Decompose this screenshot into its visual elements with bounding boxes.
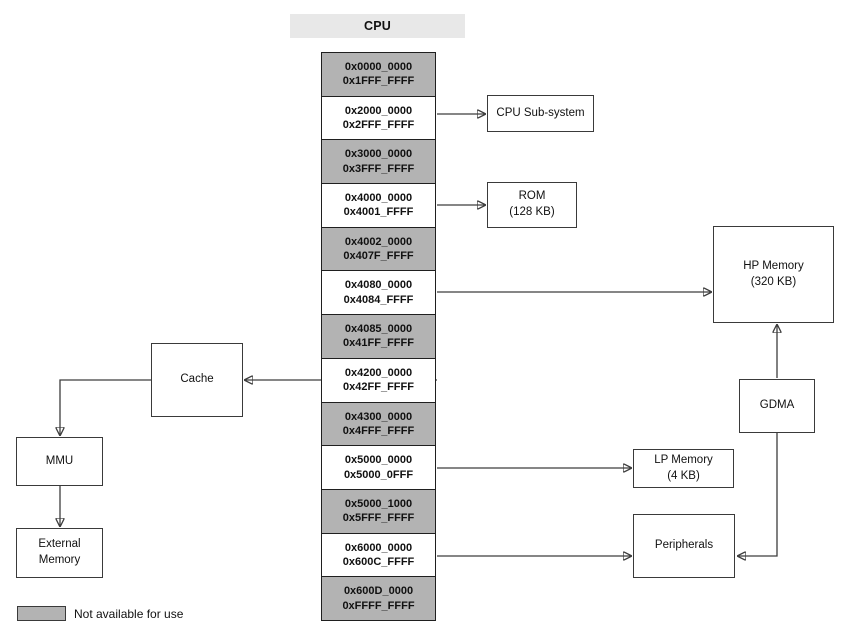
region-start-address: 0x600D_0000 — [343, 585, 414, 598]
external-memory-label: External — [38, 538, 81, 551]
cpu-subsystem-label: CPU Sub-system — [496, 106, 585, 119]
region-start-address: 0x5000_0000 — [344, 454, 413, 467]
gdma-label: GDMA — [759, 399, 795, 412]
cache-label: Cache — [180, 373, 214, 386]
region-start-address: 0x2000_0000 — [344, 104, 413, 117]
hp-memory-size-label: (320 KB) — [750, 275, 797, 288]
legend-label: Not available for use — [74, 606, 184, 621]
gdma-box: GDMA — [739, 379, 815, 433]
arrow-gdma-to-peripherals — [738, 433, 778, 556]
external-memory-box: External Memory — [16, 528, 103, 578]
peripherals-label: Peripherals — [654, 539, 714, 552]
not-available-swatch — [17, 606, 66, 621]
cpu-subsystem-box: CPU Sub-system — [487, 95, 594, 132]
peripherals-box: Peripherals — [633, 514, 735, 578]
region-start-address: 0x4200_0000 — [344, 366, 413, 379]
cache-box: Cache — [151, 343, 243, 417]
region-start-address: 0x5000_1000 — [344, 497, 413, 510]
region-end-address: 0x5FFF_FFFF — [342, 512, 415, 525]
external-memory-label-line2: Memory — [38, 554, 81, 566]
region-start-address: 0x4300_0000 — [344, 410, 413, 423]
mmu-label: MMU — [45, 454, 74, 467]
region-start-address: 0x3000_0000 — [344, 148, 413, 161]
cpu-title-label: CPU — [364, 19, 391, 33]
region-end-address: 0x4084_FFFF — [343, 293, 414, 306]
region-end-address: 0x4001_FFFF — [343, 206, 414, 219]
region-end-address: 0x41FF_FFFF — [343, 337, 414, 350]
rom-size-label: (128 KB) — [509, 206, 555, 218]
region-end-address: 0x407F_FFFF — [343, 250, 414, 263]
region-end-address: 0x42FF_FFFF — [343, 381, 414, 394]
region-end-address: 0x4FFF_FFFF — [342, 424, 415, 437]
rom-label: ROM — [518, 190, 546, 203]
legend: Not available for use — [17, 606, 183, 621]
lp-memory-box: LP Memory (4 KB) — [633, 449, 734, 488]
region-end-address: 0x600C_FFFF — [342, 555, 415, 568]
region-end-address: 0x5000_0FFF — [343, 468, 414, 481]
region-end-address: 0x3FFF_FFFF — [342, 162, 415, 175]
arrow-cache-to-mmu — [60, 379, 151, 435]
memory-region: 0x4200_0000 0x42FF_FFFF — [322, 358, 435, 403]
mmu-box: MMU — [16, 437, 103, 486]
region-start-address: 0x4002_0000 — [344, 235, 413, 248]
lp-memory-size-label: (4 KB) — [667, 469, 700, 482]
memory-region-not-available: 0x5000_1000 0x5FFF_FFFF — [322, 489, 435, 534]
lp-memory-label: LP Memory — [654, 453, 713, 466]
region-end-address: 0xFFFF_FFFF — [342, 599, 415, 612]
memory-region: 0x2000_0000 0x2FFF_FFFF — [322, 96, 435, 141]
region-start-address: 0x6000_0000 — [344, 541, 413, 554]
region-end-address: 0x1FFF_FFFF — [342, 75, 415, 88]
hp-memory-label: HP Memory — [743, 259, 804, 272]
cpu-title: CPU — [290, 14, 465, 38]
region-start-address: 0x4080_0000 — [344, 279, 413, 292]
rom-box: ROM (128 KB) — [487, 182, 577, 228]
region-start-address: 0x0000_0000 — [344, 61, 413, 74]
region-start-address: 0x4000_0000 — [344, 192, 413, 205]
memory-region-not-available: 0x4002_0000 0x407F_FFFF — [322, 227, 435, 272]
hp-memory-box: HP Memory (320 KB) — [713, 226, 834, 323]
region-end-address: 0x2FFF_FFFF — [342, 119, 415, 132]
region-start-address: 0x4085_0000 — [344, 323, 413, 336]
